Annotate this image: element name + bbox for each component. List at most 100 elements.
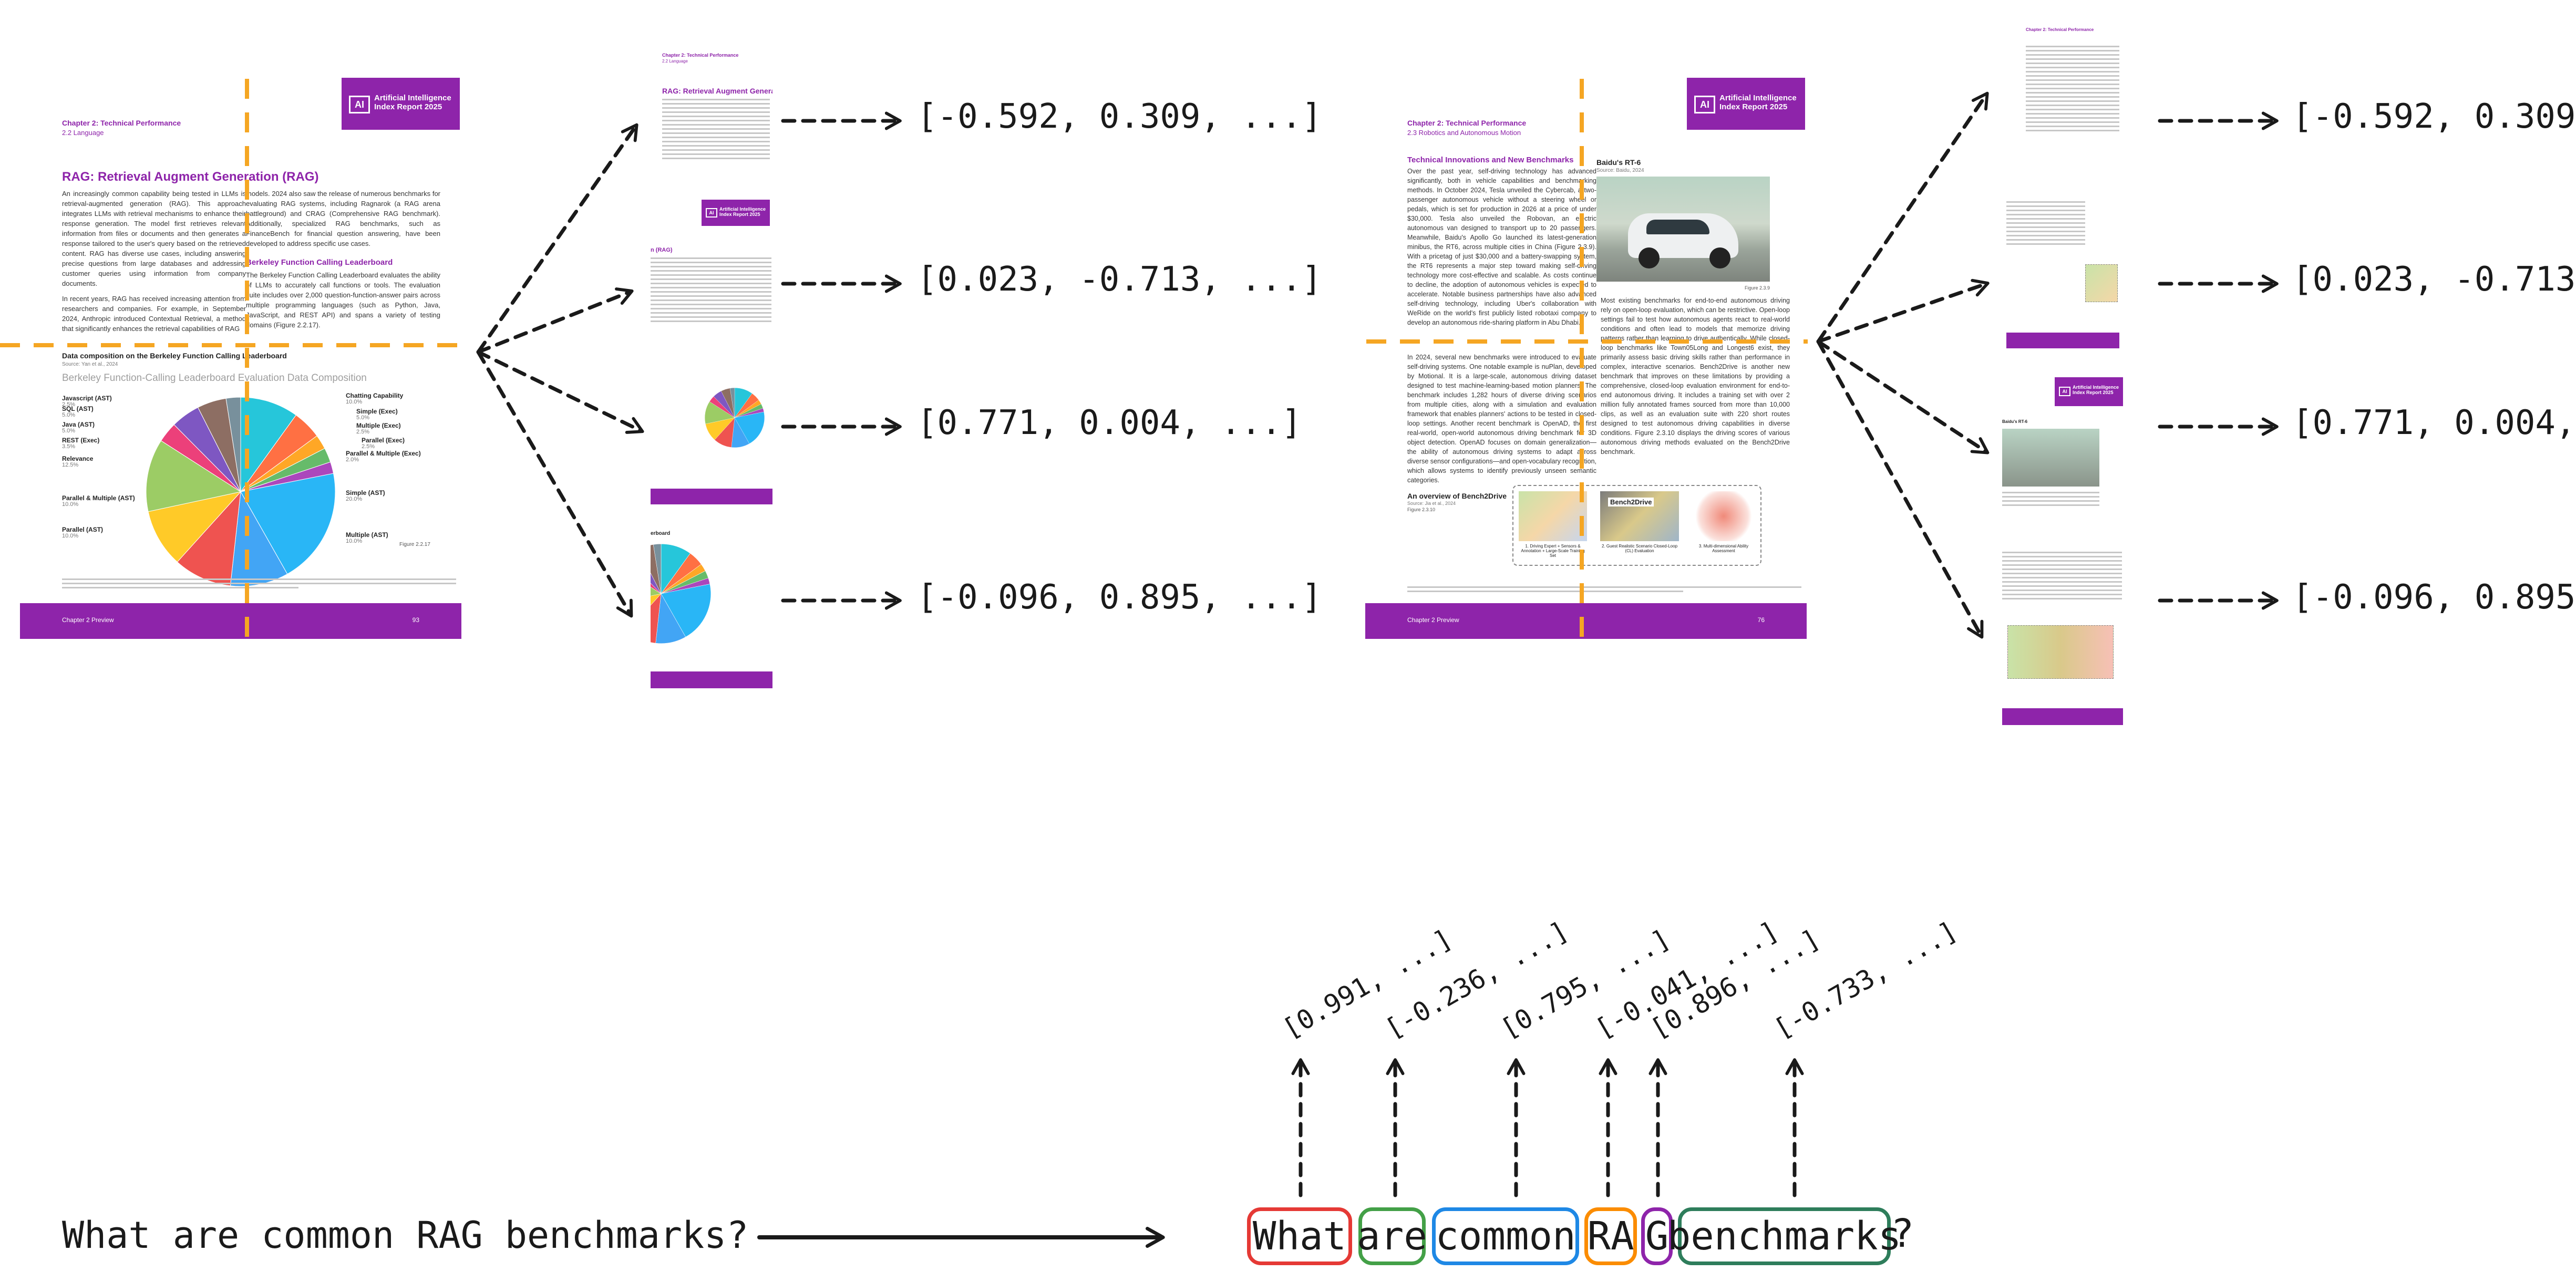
pie-legend-label: Parallel (AST) xyxy=(62,526,104,533)
section-heading: Technical Innovations and New Benchmarks xyxy=(1407,156,1574,164)
patch-page1-bottom: erboard xyxy=(651,531,772,688)
pie-legend-label: Chatting Capability xyxy=(346,392,404,399)
pie-legend-pct: 5.0% xyxy=(62,412,76,418)
patch-text-2 xyxy=(651,257,771,325)
pie-legend-label: Parallel & Multiple (Exec) xyxy=(346,450,421,457)
arrow-p2-1 xyxy=(1816,91,1989,344)
pie-slice xyxy=(651,593,662,606)
pie-legend-pct: 3.5% xyxy=(62,443,76,450)
patch-page2-bottom xyxy=(2002,552,2123,725)
car-wheel-rear xyxy=(1709,247,1730,268)
chapter-label-2: Chapter 2: Technical Performance xyxy=(1407,119,1527,127)
patch-page1-top-right: Chapter 2: Technical Performance 2.2 Lan… xyxy=(657,53,772,226)
token-ra: RA xyxy=(1584,1207,1637,1265)
patch-vector-4: [-0.096, 0.895, ...] xyxy=(917,578,1322,617)
patch2-text-3 xyxy=(2002,492,2099,509)
patch-page2-lower: AI Artificial Intelligence Index Report … xyxy=(2002,377,2123,535)
patch-leaderboard-label: erboard xyxy=(651,531,671,536)
arrow-p2-4 xyxy=(1816,339,1984,639)
pie-slice xyxy=(729,387,735,418)
pie-slice xyxy=(240,473,336,575)
fig-center-label: Bench2Drive xyxy=(1608,498,1654,506)
pie-legend-label: Simple (AST) xyxy=(346,489,385,497)
patch-chapter: Chapter 2: Technical Performance xyxy=(662,53,739,58)
patch2-text-2 xyxy=(2006,201,2085,247)
rag-paragraph-1: An increasingly common capability being … xyxy=(62,190,246,287)
footer-chapter-link-2[interactable]: Chapter 2 Preview xyxy=(1407,616,1459,624)
patch2-text-4 xyxy=(2002,552,2122,602)
pie-legend-pct: 10.0% xyxy=(62,501,79,508)
logo-text: Artificial Intelligence Index Report 202… xyxy=(374,94,451,112)
patch-page2-top: Chapter 2: Technical Performance xyxy=(2026,27,2120,151)
image-source: Source: Baidu, 2024 xyxy=(1596,168,1644,173)
query-text: What are common RAG benchmarks? xyxy=(62,1214,749,1257)
arrows xyxy=(476,91,2279,1197)
chart-subtitle: Berkeley Function-Calling Leaderboard Ev… xyxy=(62,373,367,384)
car-photo xyxy=(1596,177,1770,282)
patch2-logo-mark: AI xyxy=(2059,387,2070,396)
patch2-fig xyxy=(2085,264,2118,302)
pie-slice xyxy=(653,543,662,594)
footnote-lines-2 xyxy=(1407,586,1801,595)
patch2-chapter: Chapter 2: Technical Performance xyxy=(2026,27,2094,32)
token-g: G xyxy=(1641,1207,1673,1265)
pie-chart xyxy=(146,397,336,587)
fig-source: Source: Jia et al., 2024 xyxy=(1407,501,1456,506)
selfdriving-paragraph-2: In 2024, several new benchmarks were int… xyxy=(1407,354,1596,484)
arrow-p1-1 xyxy=(476,123,638,354)
patch2-logo: AI Artificial Intelligence Index Report … xyxy=(2055,377,2123,406)
fig-panel-radar xyxy=(1692,491,1755,541)
patch-vector-5: [-0.592, 0.309, ...] xyxy=(2292,97,2576,136)
arrow-p1-2 xyxy=(476,287,634,354)
selfdriving-paragraph-3: Most existing benchmarks for end-to-end … xyxy=(1601,297,1790,456)
pie-legend-pct: 2.0% xyxy=(346,457,359,463)
pie-slice xyxy=(734,411,765,444)
pie-legend-pct: 2.5% xyxy=(356,429,370,435)
patch-vector-8: [-0.096, 0.895, ...] xyxy=(2292,578,2576,617)
fig-panel-expert xyxy=(1519,491,1587,541)
car-window xyxy=(1646,220,1709,234)
pie-legend-label: Multiple (AST) xyxy=(346,531,388,539)
car-wheel-front xyxy=(1639,247,1660,268)
patch-page2-middle xyxy=(2006,201,2119,348)
pie-slice xyxy=(146,440,242,512)
pie-slice xyxy=(240,397,297,493)
patch-rag-label: n (RAG) xyxy=(651,247,673,253)
patch2-car-photo xyxy=(2002,429,2099,487)
token-common: common xyxy=(1432,1207,1579,1265)
pie-legend-pct: 12.5% xyxy=(62,462,79,468)
patch2-logo-text: Artificial Intelligence Index Report 202… xyxy=(2073,385,2119,396)
chapter-label: Chapter 2: Technical Performance xyxy=(62,119,181,127)
fig-caption-2: 2. Guest Realistic Scenario Closed-Loop … xyxy=(1601,544,1678,553)
bfcl-paragraph: The Berkeley Function Calling Leaderboar… xyxy=(246,271,440,329)
arrow-p1-3 xyxy=(476,350,644,434)
pie-slice xyxy=(651,593,662,644)
pie-legend-pct: 2.5% xyxy=(62,401,76,408)
patch-vector-1: [-0.592, 0.309, ...] xyxy=(917,97,1322,136)
ai-logo-mark-2: AI xyxy=(1694,96,1715,113)
token-benchmarks: benchmarks xyxy=(1667,1207,1901,1265)
footer-page-number: 93 xyxy=(412,616,419,624)
patch-page1-middle: n (RAG) xyxy=(651,247,772,504)
page-footer: Chapter 2 Preview 93 xyxy=(20,603,461,639)
patch-pie-2 xyxy=(651,543,711,644)
pie-slice xyxy=(225,397,241,492)
pie-legend-pct: 10.0% xyxy=(346,538,363,544)
patch2-footer xyxy=(2006,333,2119,348)
bfcl-heading: Berkeley Function Calling Leaderboard xyxy=(246,258,393,267)
ai-index-logo-2: AI Artificial Intelligence Index Report … xyxy=(1687,78,1805,130)
pie-legend-pct: 5.0% xyxy=(62,428,76,434)
pie-legend-label: REST (Exec) xyxy=(62,437,100,444)
arrow-p2-3 xyxy=(1816,339,1990,454)
arrow-p1-4 xyxy=(476,350,633,618)
ai-logo-mark: AI xyxy=(349,96,370,113)
page-title: RAG: Retrieval Augment Generation (RAG) xyxy=(62,170,319,184)
patch-logo-text: Artificial Intelligence Index Report 202… xyxy=(719,206,766,218)
section-label: 2.2 Language xyxy=(62,129,104,137)
footer-chapter-link[interactable]: Chapter 2 Preview xyxy=(62,616,114,624)
pie-slice xyxy=(148,491,242,563)
patch-pie xyxy=(705,387,765,448)
chart-title: Data composition on the Berkeley Functio… xyxy=(62,351,287,360)
ai-index-logo: AI Artificial Intelligence Index Report … xyxy=(342,78,460,130)
